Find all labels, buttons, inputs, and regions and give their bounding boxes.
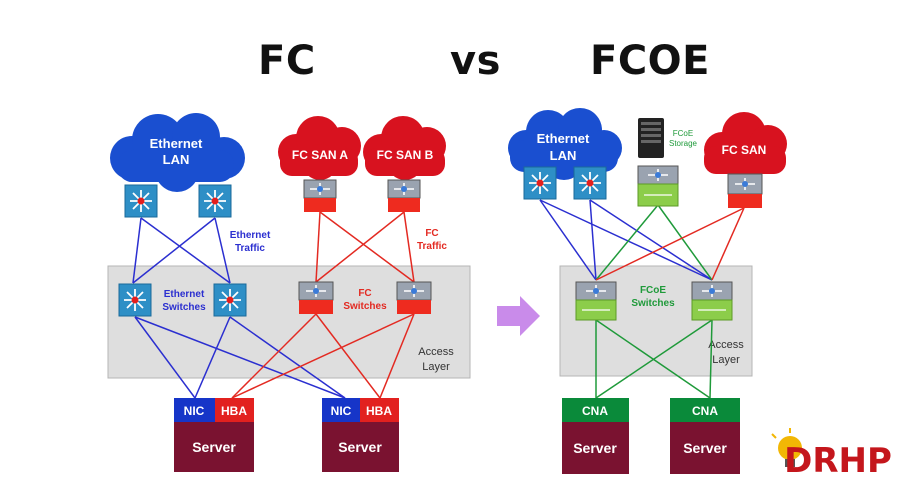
fcoe-lan-switch-1 [523, 166, 557, 200]
fcoe-title: FCOE [590, 38, 711, 84]
fc-san-a-label: FC SAN A [292, 148, 349, 162]
fcoe-fc-san-cloud [704, 112, 787, 180]
fc-server-2-nic: NIC [331, 404, 352, 418]
fcoe-access-label-2: Layer [712, 354, 740, 366]
fcoe-server-2-cna: CNA [692, 404, 718, 418]
fc-server-2-hba: HBA [366, 404, 392, 418]
fcoe-server-1-cna: CNA [582, 404, 608, 418]
fc-title: FC [258, 38, 316, 84]
fcoe-access-label-1: Access [708, 339, 744, 351]
fcoe-switches-label-1: FCoE [640, 285, 666, 296]
fc-diagram: Access Layer Ethernet LAN FC SAN A [107, 113, 471, 472]
fcoe-storage-links [595, 204, 713, 399]
transition-arrow [497, 296, 540, 336]
fc-access-eth-switch-2 [213, 283, 247, 317]
fc-ethernet-lan-label-1: Ethernet [150, 136, 203, 151]
fcoe-server-1 [562, 398, 629, 474]
fc-san-b-label: FC SAN B [377, 148, 434, 162]
fcoe-ethernet-links [539, 199, 713, 281]
fcoe-access-switch-1 [575, 281, 617, 321]
fc-server-1 [174, 398, 254, 472]
fcoe-ethernet-lan-label-1: Ethernet [537, 131, 590, 146]
fcoe-server-2-label: Server [683, 440, 727, 456]
fc-ethernet-lan-cloud [110, 113, 245, 192]
fc-access-eth-switch-1 [118, 283, 152, 317]
fcoe-lan-switch-2 [573, 166, 607, 200]
lightbulb-icon [771, 428, 802, 467]
fcoe-storage-label-1: FCoE [673, 129, 693, 138]
fc-access-fc-switch-2 [396, 281, 432, 314]
fcoe-fc-san-label: FC SAN [722, 143, 767, 157]
fc-ethernet-switches-label-2: Switches [162, 302, 206, 313]
fcoe-storage-server-icon [638, 118, 664, 158]
fc-san-a-switch [303, 179, 337, 212]
fc-ethernet-switches-label-1: Ethernet [164, 289, 205, 300]
vs-title: vs [450, 38, 501, 84]
fc-san-links [231, 211, 415, 399]
fc-access-label-1: Access [418, 346, 454, 358]
fc-lan-switch-1 [124, 184, 158, 218]
fc-traffic-label-2: Traffic [417, 241, 447, 252]
logo-wordmark: DRHP [784, 441, 892, 481]
fcoe-diagram: Access Layer Ethernet LAN [508, 108, 787, 474]
fc-server-1-label: Server [192, 439, 236, 455]
fc-ethernet-traffic-label-1: Ethernet [230, 230, 271, 241]
fc-ethernet-traffic-label-2: Traffic [235, 243, 265, 254]
fcoe-switches-label-2: Switches [631, 298, 675, 309]
fc-access-label-2: Layer [422, 361, 450, 373]
fc-server-2-label: Server [338, 439, 382, 455]
fc-ethernet-lan-label-2: LAN [163, 152, 190, 167]
fc-server-2 [322, 398, 399, 472]
fcoe-san-links [595, 207, 745, 281]
fc-switches-label-1: FC [358, 288, 371, 299]
fc-san-a-cloud [278, 116, 361, 180]
fc-ethernet-links [132, 217, 346, 399]
fc-lan-switch-2 [198, 184, 232, 218]
fc-server-1-nic: NIC [184, 404, 205, 418]
fcoe-server-2 [670, 398, 740, 474]
fc-server-1-hba: HBA [221, 404, 247, 418]
fcoe-storage-switch [637, 165, 679, 207]
fc-traffic-label-1: FC [425, 228, 438, 239]
fcoe-server-1-label: Server [573, 440, 617, 456]
fc-switches-label-2: Switches [343, 301, 387, 312]
fcoe-ethernet-lan-label-2: LAN [550, 148, 577, 163]
fc-san-b-switch [387, 179, 421, 212]
fcoe-san-switch [727, 173, 763, 208]
drhp-logo: DRHP [771, 428, 892, 481]
fcoe-storage-label-2: Storage [669, 139, 698, 148]
fcoe-access-switch-2 [691, 281, 733, 321]
fcoe-ethernet-lan-cloud [508, 108, 622, 180]
fc-access-fc-switch-1 [298, 281, 334, 314]
fc-san-b-cloud [363, 116, 446, 180]
